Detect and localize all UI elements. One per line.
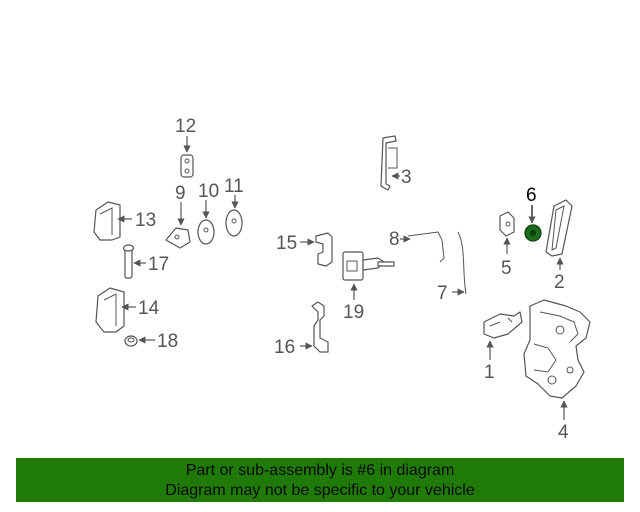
- info-banner: Part or sub-assembly is #6 in diagram Di…: [16, 458, 624, 502]
- callout-6: 6: [526, 185, 537, 206]
- part-8[interactable]: 8: [389, 229, 445, 263]
- part-6[interactable]: 6: [524, 185, 542, 242]
- part-19[interactable]: 19: [342, 251, 395, 323]
- part-15[interactable]: 15: [276, 232, 333, 267]
- callout-8: 8: [389, 229, 400, 250]
- part-2[interactable]: 2: [545, 199, 573, 293]
- callout-10: 10: [198, 181, 219, 202]
- callout-9: 9: [175, 183, 186, 204]
- callout-16: 16: [274, 337, 295, 358]
- part-10[interactable]: 10: [197, 181, 219, 245]
- callout-14: 14: [138, 298, 160, 319]
- part-16[interactable]: 16: [274, 301, 329, 358]
- callout-13: 13: [135, 210, 156, 231]
- callout-7: 7: [437, 283, 448, 304]
- callout-11: 11: [224, 176, 244, 197]
- callout-3: 3: [401, 167, 412, 188]
- part-4[interactable]: 4: [523, 299, 591, 443]
- callout-19: 19: [343, 302, 364, 323]
- part-7[interactable]: 7: [437, 231, 467, 304]
- part-3[interactable]: 3: [380, 135, 412, 191]
- callout-18: 18: [157, 331, 178, 352]
- part-17[interactable]: 17: [122, 244, 170, 279]
- part-18[interactable]: 18: [124, 331, 178, 352]
- callout-1: 1: [484, 362, 495, 383]
- callout-12: 12: [175, 116, 196, 137]
- callout-5: 5: [501, 258, 512, 279]
- part-5[interactable]: 5: [499, 211, 515, 279]
- parts-diagram: 12 9 10 11 13 17 14: [93, 116, 591, 443]
- part-11[interactable]: 11: [224, 176, 244, 237]
- callout-2: 2: [554, 272, 565, 293]
- callout-17: 17: [148, 254, 169, 275]
- part-13[interactable]: 13: [93, 201, 156, 241]
- callout-4: 4: [558, 422, 569, 443]
- part-14[interactable]: 14: [95, 287, 160, 333]
- part-9[interactable]: 9: [165, 183, 191, 249]
- part-1[interactable]: 1: [483, 311, 523, 383]
- banner-line-1: Part or sub-assembly is #6 in diagram: [185, 462, 455, 479]
- part-12[interactable]: 12: [175, 116, 196, 178]
- callout-15: 15: [276, 233, 297, 254]
- banner-line-2: Diagram may not be specific to your vehi…: [165, 482, 475, 499]
